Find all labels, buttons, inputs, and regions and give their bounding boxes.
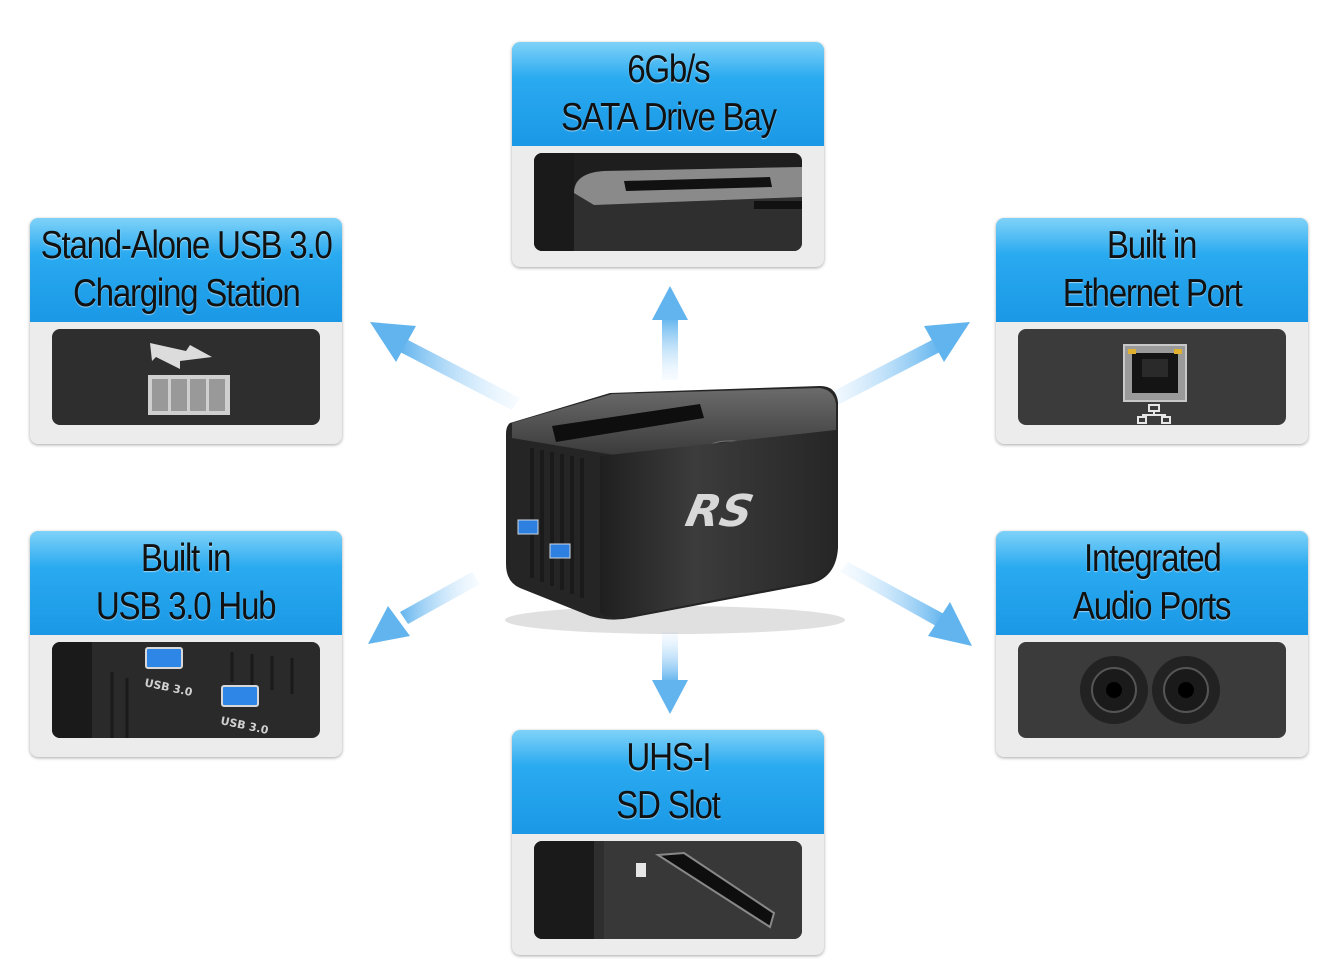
feature-card-header: UHS-I SD Slot — [512, 730, 824, 834]
feature-card-usb-hub: Built in USB 3.0 Hub USB 3.0 USB 3.0 — [30, 531, 342, 757]
feature-title-line1: Stand-Alone USB 3.0 — [40, 224, 333, 267]
drive-bay-photo — [534, 153, 802, 251]
feature-card-audio: Integrated Audio Ports — [996, 531, 1308, 757]
feature-card-charging: Stand-Alone USB 3.0 Charging Station — [30, 218, 342, 444]
usb-port-label: USB 3.0 — [219, 714, 270, 737]
feature-card-sata: 6Gb/s SATA Drive Bay — [512, 42, 824, 267]
feature-title-line1: 6Gb/s — [626, 48, 710, 91]
arrow-up-icon — [652, 286, 688, 380]
usb-port-icon: USB 3.0 USB 3.0 — [52, 642, 294, 738]
feature-card-header: Stand-Alone USB 3.0 Charging Station — [30, 218, 342, 322]
feature-card-sd: UHS-I SD Slot — [512, 730, 824, 955]
sd-slot-photo — [534, 841, 802, 939]
docking-station-image: RS — [505, 386, 845, 634]
rs-logo: RS — [681, 486, 757, 536]
feature-title-line2: Charging Station — [72, 272, 301, 315]
drive-bay-icon — [534, 153, 802, 251]
usb-port-label: USB 3.0 — [143, 676, 194, 699]
usb-hub-photo: USB 3.0 USB 3.0 — [52, 642, 320, 738]
arrow-down-icon — [652, 632, 688, 714]
ethernet-port-icon — [1123, 344, 1187, 424]
feature-card-header: 6Gb/s SATA Drive Bay — [512, 42, 824, 146]
sd-slot-icon — [534, 841, 802, 939]
ethernet-photo — [1018, 329, 1286, 425]
feature-title-line1: Built in — [1107, 224, 1198, 267]
feature-title-line1: Built in — [141, 537, 232, 580]
feature-title-line1: UHS-I — [626, 736, 711, 779]
charging-photo — [52, 329, 320, 425]
feature-title-line2: SD Slot — [616, 784, 721, 827]
audio-jack-icon — [1080, 656, 1220, 724]
arrow-upper-left-icon — [370, 322, 520, 410]
feature-card-header: Built in Ethernet Port — [996, 218, 1308, 322]
arrow-lower-left-icon — [368, 572, 480, 644]
arrow-upper-right-icon — [820, 322, 970, 410]
feature-card-ethernet: Built in Ethernet Port — [996, 218, 1308, 444]
feature-title-line2: Audio Ports — [1073, 585, 1232, 628]
feature-title-line2: USB 3.0 Hub — [96, 585, 277, 628]
feature-card-header: Built in USB 3.0 Hub — [30, 531, 342, 635]
charging-battery-icon — [148, 343, 230, 415]
arrow-lower-right-icon — [840, 562, 972, 646]
feature-card-header: Integrated Audio Ports — [996, 531, 1308, 635]
audio-photo — [1018, 642, 1286, 738]
feature-title-line2: Ethernet Port — [1062, 272, 1243, 315]
feature-title-line2: SATA Drive Bay — [560, 96, 777, 139]
feature-title-line1: Integrated — [1083, 537, 1222, 580]
